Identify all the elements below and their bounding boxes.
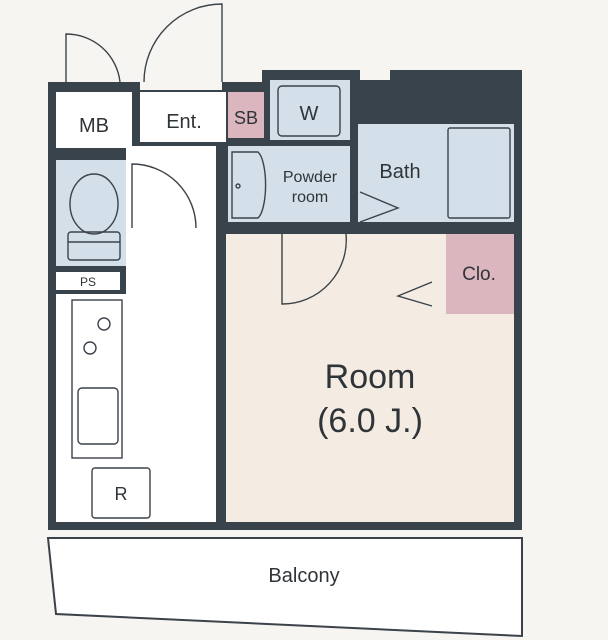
kitchen-corridor <box>126 146 216 522</box>
powder-room <box>228 146 350 222</box>
room-label-2: (6.0 J.) <box>317 402 423 440</box>
washer-area <box>270 80 350 140</box>
washbasin-icon <box>231 151 267 219</box>
balcony <box>46 537 523 638</box>
kitchen-strip <box>56 294 126 522</box>
refrigerator <box>91 467 151 519</box>
washer-pan <box>277 85 341 137</box>
room-door-swing <box>281 233 347 305</box>
toilet-door-swing <box>131 163 197 229</box>
bath-door-marker <box>359 191 400 223</box>
mb-label: MB <box>79 115 109 137</box>
bath-room <box>358 124 514 222</box>
washer-label: W <box>300 103 319 125</box>
entrance-door-swing-left <box>65 33 121 83</box>
entrance-door-swing-right <box>143 3 223 83</box>
mb-floor <box>56 92 132 148</box>
kitchen-sink-icon <box>77 387 119 445</box>
bath-label: Bath <box>379 161 420 183</box>
ps-label: PS <box>80 275 96 289</box>
closet-door-marker <box>395 281 433 307</box>
bathtub-icon <box>447 127 511 219</box>
refrigerator-label: R <box>115 484 128 504</box>
entrance-floor <box>140 92 226 142</box>
shoe-box <box>228 92 264 138</box>
powder-room-label-1: Powder <box>283 169 338 186</box>
shoe-box-label: SB <box>234 108 258 128</box>
room-label-1: Room <box>325 358 416 396</box>
closet <box>446 234 514 314</box>
toilet-icon <box>67 173 121 261</box>
balcony-label: Balcony <box>268 565 339 587</box>
gas-stove-icon <box>83 317 111 355</box>
ps-shaft <box>56 272 120 290</box>
closet-label: Clo. <box>462 264 496 285</box>
kitchen-counter <box>71 299 123 459</box>
powder-room-label-2: room <box>292 189 328 206</box>
entrance-label: Ent. <box>166 111 202 133</box>
